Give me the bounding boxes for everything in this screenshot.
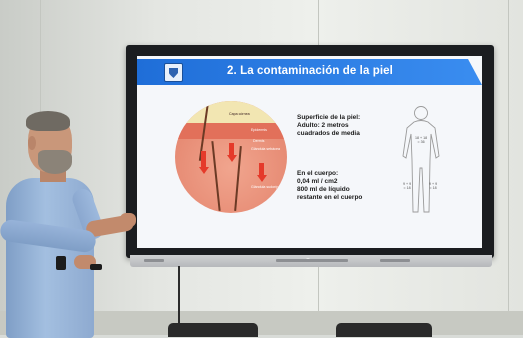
surface-line-1: Adulto: 2 metros [297, 122, 349, 129]
chair-back [336, 323, 432, 337]
body-line-3: 800 ml de líquido [297, 186, 350, 193]
contamination-arrow-icon [229, 143, 234, 155]
label-dermis: Dermis [253, 139, 265, 143]
arrow-down-icon [257, 175, 267, 182]
body-label-right-leg: 9 + 9= 18 [429, 182, 438, 190]
body-outline-figure [402, 106, 440, 213]
presentation-slide: 2. La contaminación de la piel Capa córn… [137, 56, 482, 248]
tv-cable [178, 266, 180, 326]
body-line-1: En el cuerpo: [297, 170, 339, 177]
tv-port [144, 259, 164, 262]
tv-bottom-bezel [130, 255, 492, 267]
body-line-2: 0,04 ml / cm2 [297, 178, 338, 185]
presenter-beard [38, 150, 72, 174]
slide-header-notch [468, 59, 482, 85]
slide-title: 2. La contaminación de la piel [227, 65, 393, 77]
tv-logo-strip [276, 259, 348, 262]
label-epidermis: Epidermis [251, 128, 267, 132]
label-capa-cornea: Capa córnea [229, 112, 250, 116]
presenter-right-hand [120, 213, 136, 227]
skin-cross-section-diagram: Capa córnea Epidermis Glándula sebácea D… [175, 101, 287, 213]
body-line-4: restante en el cuerpo [297, 194, 363, 201]
wall-panel-seam [508, 0, 509, 335]
logo-icon [164, 63, 183, 82]
presenter-hair [26, 111, 70, 131]
label-glandula-sebacea: Glándula sebácea [251, 147, 280, 151]
presenter-person [0, 100, 150, 338]
surface-title: Superficie de la piel: [297, 114, 361, 121]
label-glandula-sudoripara: Glándula sudorípara [251, 185, 284, 189]
arrow-down-icon [227, 155, 237, 162]
tv-port [380, 259, 410, 262]
remote-control-icon [90, 264, 102, 270]
contamination-arrow-icon [259, 163, 264, 175]
presenter-ear [28, 136, 36, 150]
hair-root [211, 141, 221, 211]
body-label-left-leg: 9 + 9= 18 [403, 182, 412, 190]
arrow-down-icon [199, 167, 209, 174]
slide-header-bar [137, 59, 482, 85]
wristwatch-icon [56, 256, 66, 270]
surface-line-2: cuadrados de media [297, 130, 360, 137]
stratum-corneum-layer [175, 101, 287, 125]
body-label-upper: 18 + 18= 36 [415, 136, 428, 144]
shield-icon [169, 68, 178, 78]
epidermis-layer [175, 123, 287, 139]
contamination-arrow-icon [201, 151, 206, 167]
chair-back [168, 323, 258, 337]
